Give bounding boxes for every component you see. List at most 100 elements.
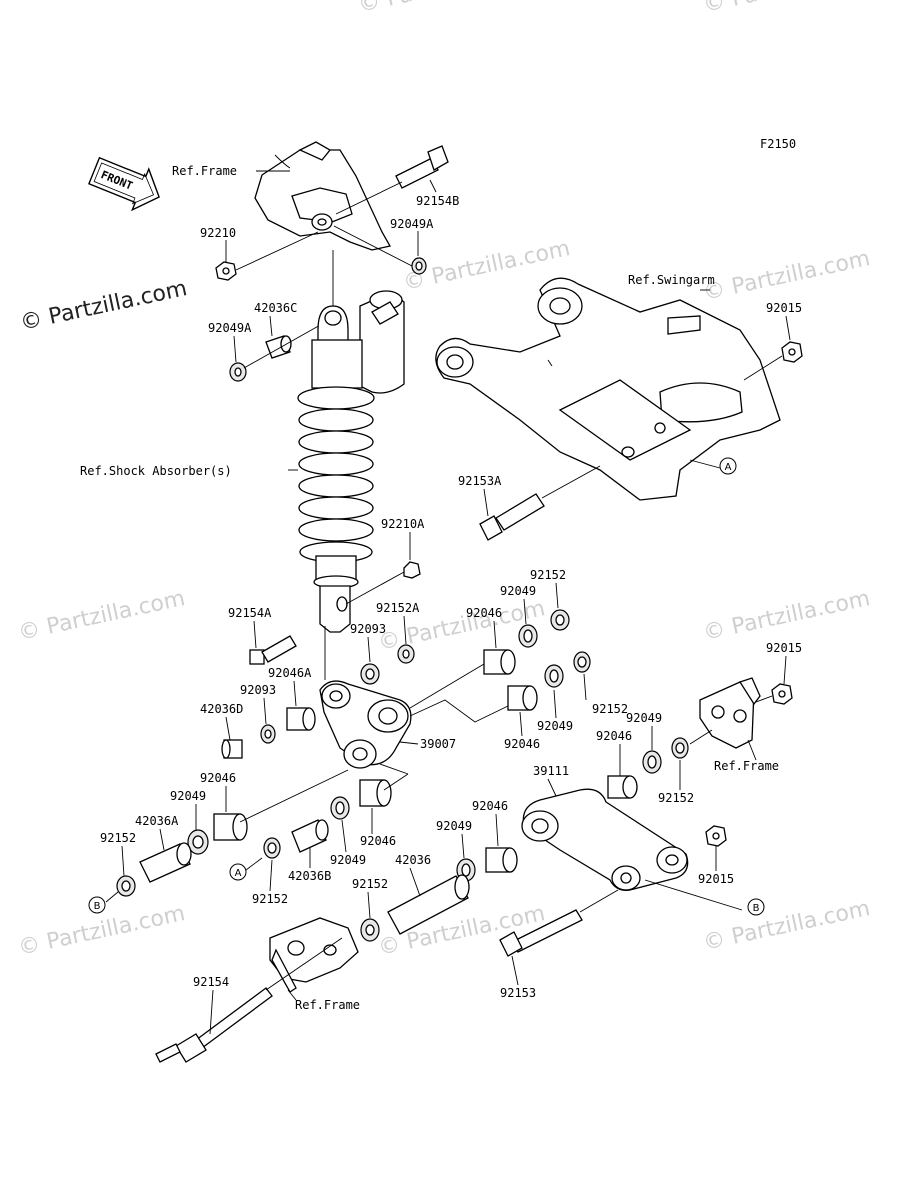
label-92049-b: 92049	[537, 719, 573, 733]
watermark: © Partzilla.com	[701, 586, 872, 646]
label-39007: 39007	[420, 737, 456, 751]
label-92154: 92154	[193, 975, 229, 989]
label-92015-bottom: 92015	[698, 872, 734, 886]
washer-92152-f	[360, 918, 380, 942]
washer-92049A-left	[229, 362, 247, 382]
label-92152-b: 92152	[592, 702, 628, 716]
nut-92210A	[403, 561, 421, 579]
washer-92049-a	[518, 624, 538, 648]
label-92152-c: 92152	[658, 791, 694, 805]
collar-42036	[387, 874, 470, 935]
callout-b-right: B	[747, 898, 765, 916]
label-leaders	[121, 170, 791, 1035]
label-92093-a: 92093	[350, 622, 386, 636]
label-ref-frame-right: Ref.Frame	[714, 759, 779, 773]
label-92152-f: 92152	[252, 892, 288, 906]
washer-92152-e	[263, 837, 281, 859]
washer-92049-f	[330, 796, 350, 820]
label-ref-frame-top: Ref.Frame	[172, 164, 237, 178]
washer-92049-c	[642, 750, 662, 774]
bolt-92153A	[479, 493, 545, 541]
label-92093-b: 92093	[240, 683, 276, 697]
bearing-92046-e	[213, 813, 248, 841]
figure-code: F2150	[760, 137, 796, 151]
washer-92152-c	[671, 737, 689, 759]
label-92152-e: 92152	[352, 877, 388, 891]
svg-text:B: B	[753, 903, 760, 914]
label-ref-swingarm: Ref.Swingarm	[628, 273, 715, 287]
label-92049-e: 92049	[436, 819, 472, 833]
label-ref-shock-absorber: Ref.Shock Absorber(s)	[80, 464, 232, 478]
svg-text:B: B	[94, 901, 101, 912]
washer-92049A-top	[411, 257, 427, 275]
label-92015-right: 92015	[766, 641, 802, 655]
label-92152-a: 92152	[530, 568, 566, 582]
washer-92152-a	[550, 609, 570, 631]
label-42036: 42036	[395, 853, 431, 867]
collar-42036D	[221, 739, 243, 759]
label-92046-c: 92046	[596, 729, 632, 743]
nut-92210	[215, 261, 237, 281]
bearing-92046-c	[607, 775, 638, 799]
label-92152-d: 92152	[100, 831, 136, 845]
nut-92015-right	[771, 683, 793, 705]
washer-92049-e	[187, 829, 209, 855]
label-42036C: 42036C	[254, 301, 297, 315]
label-92210: 92210	[200, 226, 236, 240]
washer-92049-b	[544, 664, 564, 688]
label-39111: 39111	[533, 764, 569, 778]
label-92046-f: 92046	[360, 834, 396, 848]
shock-absorber	[297, 250, 405, 680]
label-92049A-top: 92049A	[390, 217, 434, 231]
bolt-92154B	[395, 145, 449, 189]
label-92153: 92153	[500, 986, 536, 1000]
label-42036B: 42036B	[288, 869, 331, 883]
callout-b-left: B	[88, 896, 106, 914]
bearing-92046-b	[507, 685, 538, 711]
label-92154A: 92154A	[228, 606, 272, 620]
collar-42036C	[265, 335, 292, 359]
label-42036D: 42036D	[200, 702, 243, 716]
label-92046-d: 92046	[200, 771, 236, 785]
axle-92154	[155, 987, 273, 1063]
label-92049A-left: 92049A	[208, 321, 252, 335]
bolt-92153	[499, 909, 583, 957]
washer-92152-d	[116, 875, 136, 897]
bearing-92046-d	[485, 847, 518, 873]
svg-text:A: A	[725, 462, 732, 473]
front-arrow-icon: FRONT	[88, 156, 160, 212]
label-92015-top: 92015	[766, 301, 802, 315]
part-labels: Ref.Frame 92154B 92210 92049A 42036C 920…	[80, 164, 802, 1012]
bearing-92046A	[286, 707, 316, 731]
label-92153A: 92153A	[458, 474, 502, 488]
label-92049-a: 92049	[500, 584, 536, 598]
collar-42036A	[139, 842, 192, 883]
label-42036A: 42036A	[135, 814, 179, 828]
nut-92015-bottom	[705, 825, 727, 847]
label-ref-frame-bottom: Ref.Frame	[295, 998, 360, 1012]
watermark: © Partzilla.com	[701, 246, 872, 306]
watermark: © Partzilla.com	[356, 0, 527, 18]
lower-frame-mount	[269, 917, 359, 993]
bolt-92154A	[249, 635, 297, 665]
washer-92093-b	[260, 724, 276, 744]
watermark-primary: © Partzilla.com	[18, 276, 189, 336]
tie-rod-39111	[521, 788, 689, 891]
label-92046-a: 92046	[466, 606, 502, 620]
collar-42036B	[291, 819, 329, 853]
upper-frame-mount	[254, 141, 392, 251]
rocker-arm-39007	[319, 680, 412, 769]
washer-92093-a	[360, 663, 380, 685]
label-92210A: 92210A	[381, 517, 425, 531]
watermark: © Partzilla.com	[701, 0, 872, 18]
label-92154B: 92154B	[416, 194, 459, 208]
washer-92152-b	[573, 651, 591, 673]
label-92049-f: 92049	[330, 853, 366, 867]
washer-92152A	[397, 644, 415, 664]
label-92049-c: 92049	[626, 711, 662, 725]
svg-text:A: A	[235, 868, 242, 879]
shock-spring	[297, 386, 375, 563]
label-92046-e: 92046	[472, 799, 508, 813]
